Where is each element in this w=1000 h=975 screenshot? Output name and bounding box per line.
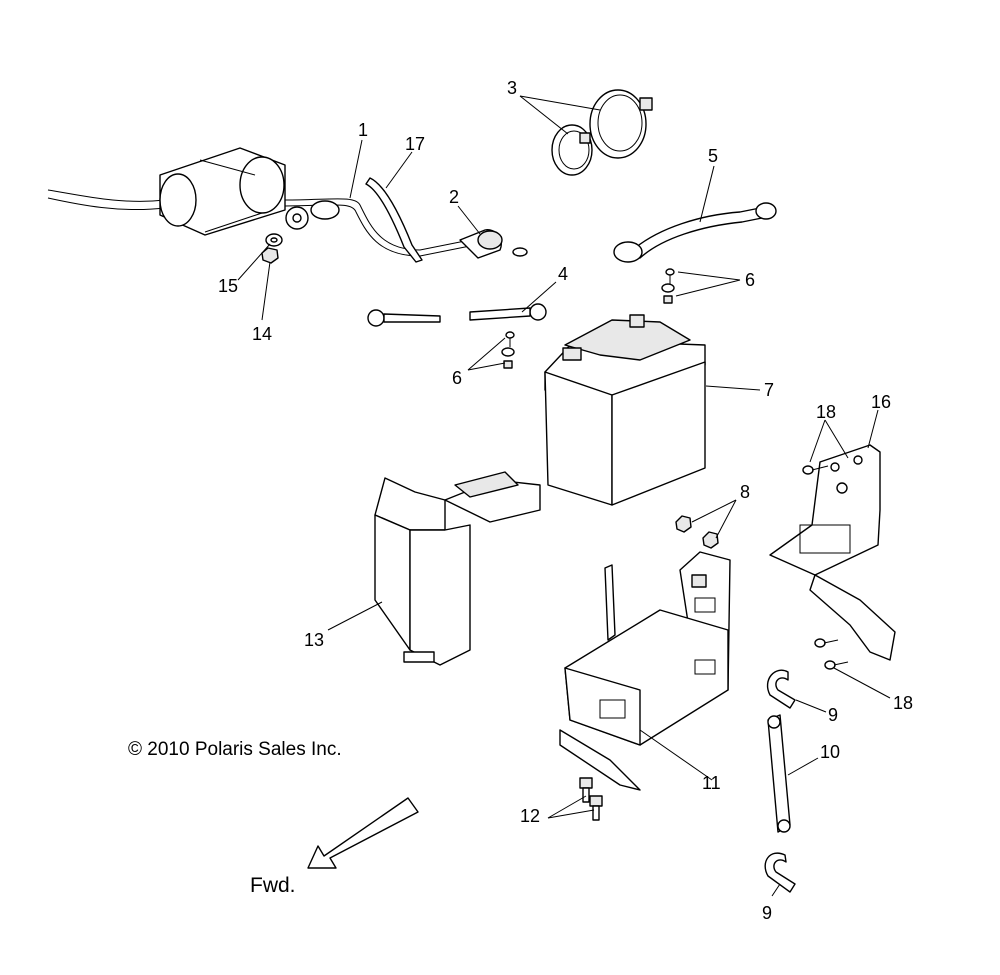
nut [675, 515, 692, 533]
callout-1: 1 [358, 120, 368, 140]
callout-9-top: 9 [828, 705, 838, 725]
copyright-notice: © 2010 Polaris Sales Inc. [128, 739, 342, 760]
callout-4: 4 [558, 264, 568, 284]
nut [261, 247, 279, 264]
washer [270, 237, 278, 243]
callout-2: 2 [449, 187, 459, 207]
ground-wire [365, 177, 423, 263]
starter-motor [47, 147, 286, 236]
callout-15: 15 [218, 276, 238, 296]
callout-7: 7 [764, 380, 774, 400]
hold-down-strap [767, 714, 791, 833]
callout-12: 12 [520, 806, 540, 826]
retaining-clip [766, 669, 796, 709]
starter-cable [284, 198, 471, 257]
callout-6-left: 6 [452, 368, 462, 388]
positive-cable [613, 202, 777, 263]
callout-11: 11 [702, 773, 721, 793]
terminal-hardware [501, 331, 515, 369]
forward-arrow [307, 797, 419, 869]
callout-17: 17 [405, 134, 425, 154]
battery-strap [551, 89, 653, 176]
callout-13: 13 [304, 630, 324, 650]
retaining-clip [764, 852, 796, 893]
screw [802, 465, 849, 670]
callout-16: 16 [871, 392, 891, 412]
callout-6-right: 6 [745, 270, 755, 290]
battery-tray [559, 551, 731, 791]
mounting-bracket [769, 444, 896, 661]
leader-lines [237, 95, 891, 897]
bolt [579, 777, 603, 821]
callout-10: 10 [820, 742, 840, 762]
callout-18-bottom: 18 [893, 693, 913, 713]
callout-9-bottom: 9 [762, 903, 772, 923]
callout-5: 5 [708, 146, 718, 166]
forward-direction-label: Fwd. [250, 874, 296, 897]
terminal-boot [459, 229, 528, 259]
battery-cable [367, 303, 547, 327]
callout-8: 8 [740, 482, 750, 502]
battery-cover [374, 471, 541, 666]
callout-14: 14 [252, 324, 272, 344]
callout-18-top: 18 [816, 402, 836, 422]
battery [544, 314, 706, 506]
callout-3: 3 [507, 78, 517, 98]
terminal-hardware [661, 268, 675, 304]
nut [702, 531, 719, 549]
